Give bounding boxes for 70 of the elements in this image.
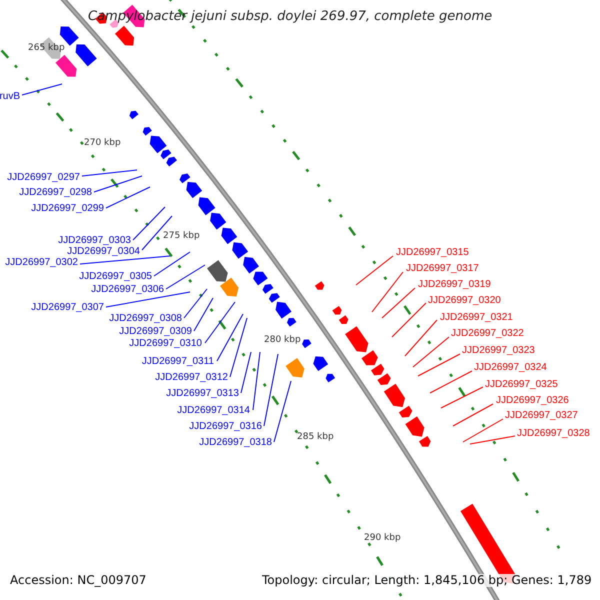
gene-label: JJD26997_0326 [496, 394, 569, 407]
position-label: 290 kbp [364, 532, 401, 545]
gene-label: JJD26997_0321 [440, 311, 513, 324]
gene-label: JJD26997_0312 [155, 371, 228, 384]
leader-line [452, 404, 494, 426]
gene-label: JJD26997_0305 [79, 270, 152, 283]
leader-line [184, 288, 208, 318]
gene-label: JJD26997_0304 [67, 245, 140, 258]
leader-line [106, 186, 150, 208]
leader-line [80, 256, 170, 264]
leader-line [216, 314, 244, 362]
leader-line [94, 176, 142, 192]
leader-line [230, 318, 248, 378]
leader-line [372, 272, 404, 312]
accession-text: Accession: NC_009707 [10, 574, 146, 587]
gene-label: JJD26997_0297 [7, 171, 80, 184]
leader-line [418, 354, 460, 376]
leader-line [142, 216, 172, 250]
position-label: 285 kbp [297, 431, 334, 444]
position-label: 280 kbp [264, 334, 301, 347]
gene-label: JJD26997_0309 [119, 325, 192, 338]
gene-label: JJD26997_0318 [199, 436, 272, 449]
gene-label: JJD26997_0323 [462, 344, 535, 357]
gene-label: JJD26997_0319 [418, 278, 491, 291]
leader-line [430, 370, 472, 394]
leader-line [82, 170, 138, 176]
leader-line [154, 252, 190, 276]
leader-line [252, 352, 260, 410]
gene-label: JJD26997_0325 [485, 378, 558, 391]
gene-label: JJD26997_0310 [129, 337, 202, 350]
position-label: 265 kbp [28, 42, 65, 55]
leader-line [194, 298, 214, 332]
leader-line [404, 320, 438, 356]
leader-line [462, 418, 504, 442]
leader-line [440, 386, 484, 408]
gene-label: JJD26997_0308 [109, 312, 182, 325]
position-label: 275 kbp [163, 230, 200, 243]
leader-line [264, 354, 278, 426]
gene-label: JJD26997_0324 [474, 361, 547, 374]
gene-label: JJD26997_0315 [396, 246, 469, 259]
leader-line [204, 302, 236, 344]
gene-label: JJD26997_0320 [428, 294, 501, 307]
gene-label: JJD26997_0314 [177, 404, 250, 417]
leader-line [412, 336, 450, 368]
leader-line [356, 256, 394, 286]
gene-label: JJD26997_0322 [451, 327, 524, 340]
gene-label: JJD26997_0317 [406, 262, 479, 275]
leader-line [382, 288, 416, 318]
gene-label: JJD26997_0303 [58, 234, 131, 247]
position-label: 270 kbp [84, 137, 121, 150]
leader-line [166, 264, 206, 290]
gene-label: JJD26997_0316 [189, 420, 262, 433]
gene-label: JJD26997_0327 [505, 409, 578, 422]
gene-label: JJD26997_0307 [31, 301, 104, 314]
gene-label: JJD26997_0302 [5, 256, 78, 269]
gene-label: ruvB [0, 90, 20, 103]
leader-line [22, 84, 62, 96]
leader-line [132, 206, 166, 240]
gene-label: JJD26997_0298 [19, 186, 92, 199]
leader-line [392, 302, 426, 338]
leader-line [106, 292, 190, 308]
gene-label: JJD26997_0299 [31, 202, 104, 215]
leader-line [240, 352, 252, 394]
gene-label: JJD26997_0328 [517, 427, 590, 440]
leader-line [274, 380, 292, 442]
gene-label: JJD26997_0311 [142, 355, 214, 368]
gene-label: JJD26997_0313 [166, 387, 239, 400]
leader-line [470, 436, 516, 444]
genome-summary-text: Topology: circular; Length: 1,845,106 bp; Genes: 1,789 [262, 574, 592, 587]
gene-label: JJD26997_0306 [91, 283, 164, 296]
